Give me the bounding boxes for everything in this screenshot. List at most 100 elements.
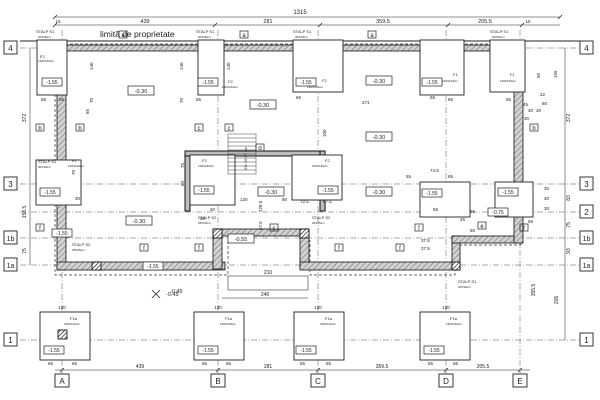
dim-label: 65	[85, 108, 90, 114]
dim-label: 74.5	[430, 168, 439, 173]
section-mark: b	[78, 126, 82, 132]
left-dim-372: 372	[22, 114, 28, 123]
section-mark: f	[338, 246, 340, 252]
footing-width: 130	[314, 305, 322, 310]
dim-label: 65	[506, 97, 512, 102]
axis-row-2-right: 2	[584, 208, 589, 217]
footing-level: -1.55	[56, 231, 68, 237]
dim-label: 65	[296, 95, 302, 100]
dim-label: 140	[179, 62, 184, 70]
column-axis-labels: A B C D E	[54, 373, 528, 388]
footing-tag: F2	[72, 158, 77, 163]
floor-levels: -0.30 -0.30 -0.30 -0.30 -0.30 -0.30 -0.3…	[125, 75, 509, 295]
misc-dimensions: 140 70 140 70 140 65 65 65 65 65 100 271…	[41, 62, 558, 251]
footing-half: 65	[326, 361, 332, 366]
section-mark: a	[242, 33, 246, 39]
section-mark: c	[228, 126, 231, 132]
footings-f1a-bottom: F1a 130X130cm F1a 130X130cm F1a 130X130c…	[39, 311, 471, 361]
section-mark: f	[198, 246, 200, 252]
footing-level: -1.55	[300, 348, 312, 354]
column-size: 30X30cm	[295, 35, 308, 39]
level-label: -0.30	[373, 190, 386, 196]
axis-row-1-left: 1	[8, 336, 13, 345]
top-seg-1: 439	[140, 19, 149, 25]
footing-level: -1.55	[48, 348, 60, 354]
dim-label: 80	[470, 228, 476, 233]
dim-label: 80	[180, 180, 185, 186]
dim-label: 65	[41, 97, 47, 102]
footing-levels: -1.55 -1.55 -1.55 -1.55 -1.55 -1.55 -1.5…	[39, 77, 519, 355]
section-mark: b	[38, 126, 42, 132]
dim-label: 22	[540, 92, 546, 97]
dim-label: 65	[528, 219, 534, 224]
axis-col-D: D	[443, 377, 449, 386]
footing-tag: F2	[322, 78, 327, 83]
footing-size: 140X140cm	[312, 164, 329, 168]
dim-label: 72.5	[300, 199, 309, 204]
dim-label: 65	[196, 97, 202, 102]
left-dim-75: 75	[22, 248, 28, 254]
footing-half: 65	[226, 361, 232, 366]
column-tag: STALP S1	[196, 29, 215, 34]
column	[299, 228, 310, 239]
dim-label: 128.5	[258, 200, 263, 212]
right-dimension-chain: 372 83 75 93 205 355.5	[531, 48, 572, 340]
section-mark: f	[39, 226, 41, 232]
dim-label: 271	[362, 100, 370, 105]
row-axis-labels-left: 4 3 1b 1a 1	[3, 40, 18, 347]
dim-210: 210	[264, 270, 273, 276]
column	[451, 261, 461, 271]
footing-level: -1.55	[502, 190, 514, 196]
footing-level: -1.55	[147, 264, 159, 270]
axis-row-3-left: 3	[8, 180, 13, 189]
stair-label: 29r 16.67 cm	[243, 146, 248, 170]
axis-row-1-right: 1	[584, 336, 589, 345]
footing-size: 130X130cm	[320, 322, 337, 326]
dim-label: 60	[542, 101, 548, 106]
dim-label: 55	[536, 72, 541, 78]
dim-label: 37.5	[421, 238, 430, 243]
footing-tag: F1a	[225, 316, 233, 321]
axis-col-B: B	[215, 377, 220, 386]
level-label: -0.30	[257, 103, 270, 109]
footing-level: -1.55	[202, 80, 214, 86]
level-label: -0.30	[133, 219, 146, 225]
footing-size: 140X140cm	[38, 59, 55, 63]
column-tag: STALP S2	[312, 215, 331, 220]
column-size: 25X25cm	[312, 221, 325, 225]
axis-row-1b-right: 1b	[583, 236, 591, 243]
dim-label: 65	[448, 97, 454, 102]
section-mark: f	[399, 246, 401, 252]
footing-width: 130	[58, 305, 66, 310]
section-mark: f	[143, 246, 145, 252]
dim-label: 20	[210, 207, 216, 212]
right-dim-83: 83	[566, 195, 572, 201]
dim-label: 55	[406, 174, 412, 179]
top-seg-3: 359.5	[376, 19, 390, 25]
bottom-seg-2: 281	[264, 364, 273, 370]
column-tag: STALP S2	[198, 215, 217, 220]
section-mark: f	[418, 226, 420, 232]
level-label: -0.75	[492, 210, 504, 216]
dim-label: 80	[282, 197, 288, 202]
top-small-right: 15	[525, 19, 531, 24]
footing-tag: F2	[202, 158, 207, 163]
dim-label: 37.5	[421, 246, 430, 251]
dim-label: 55	[433, 207, 439, 212]
section-mark: d	[258, 146, 261, 152]
column-tag: STALP S1	[458, 279, 477, 284]
footing-level: -1.55	[202, 348, 214, 354]
dim-label: 30	[544, 186, 550, 191]
axis-col-E: E	[517, 377, 522, 386]
footing-tag: F2	[40, 54, 45, 59]
footing-tag: F1a	[325, 316, 333, 321]
section-mark: e	[480, 224, 484, 230]
section-mark: f	[523, 226, 525, 232]
column-tag: STALP S1	[293, 29, 312, 34]
footing-size: 130X130cm	[220, 322, 237, 326]
dim-label: 30	[528, 108, 534, 113]
footing-half: 65	[428, 361, 434, 366]
column-tag: STALP S1	[38, 159, 57, 164]
footing-tag: F1	[453, 72, 458, 77]
